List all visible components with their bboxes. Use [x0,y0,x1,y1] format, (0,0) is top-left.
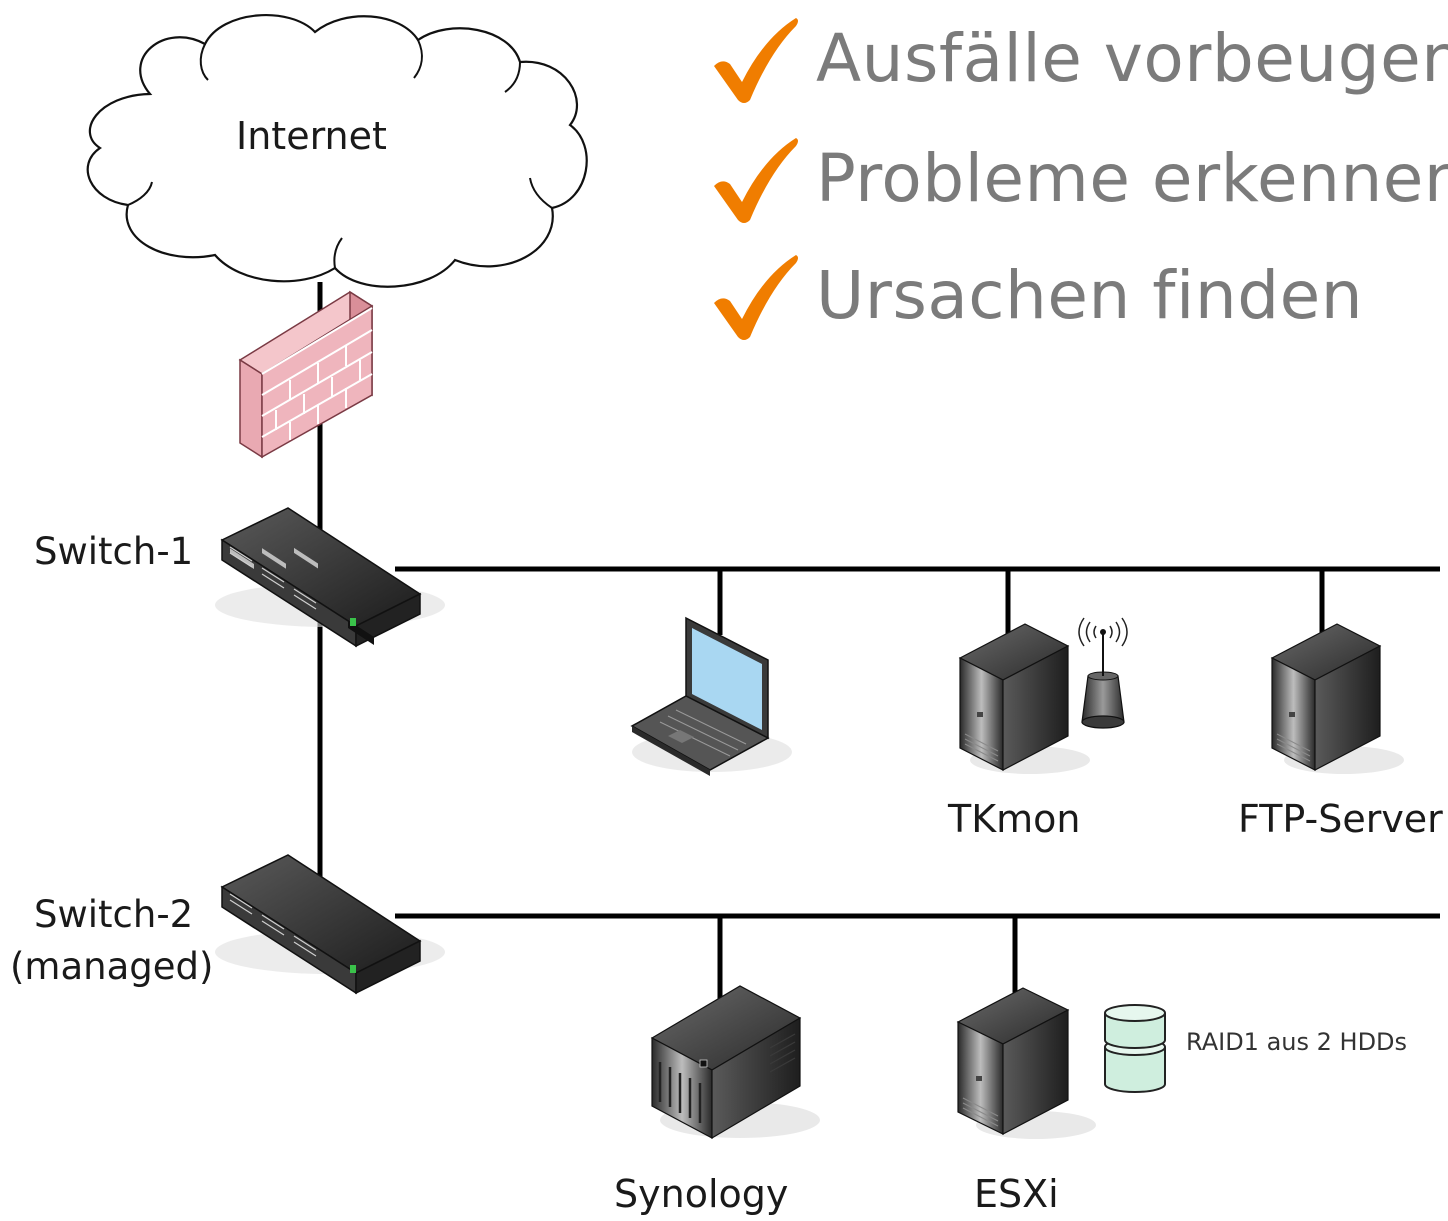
goal-text: Probleme erkennen [816,139,1448,217]
ftp-server-icon [1270,623,1404,774]
connection-lines [317,282,1440,1000]
disk-stack-icon [1104,1004,1166,1093]
raid-annotation: RAID1 aus 2 HDDs [1186,1028,1408,1056]
switch-1-icon [215,507,445,648]
esxi-label: ESXi [974,1172,1059,1216]
ftp-server-label: FTP-Server [1238,797,1443,841]
checkmark-icon [714,18,798,103]
laptop-icon [630,616,792,776]
goal-item: Probleme erkennen [708,128,1448,228]
goal-text: Ursachen finden [816,256,1364,334]
checkmark-icon [714,255,798,340]
goal-item: Ursachen finden [708,245,1363,345]
firewall-icon [238,290,374,459]
esxi-server-icon [956,987,1096,1139]
cloud-icon [86,14,588,288]
switch-2-sublabel: (managed) [10,945,214,988]
tkmon-label: TKmon [948,797,1081,841]
synology-nas-icon [650,985,820,1140]
synology-label: Synology [614,1172,789,1216]
internet-label: Internet [236,114,387,158]
tkmon-server-icon [958,623,1090,774]
switch-2-icon [215,854,445,995]
switch-2-label: Switch-2 [34,893,194,936]
goal-item: Ausfälle vorbeugen [708,8,1448,108]
wireless-antenna-icon [1078,617,1128,729]
checkmark-icon [714,138,798,223]
switch-1-label: Switch-1 [34,530,194,573]
goal-text: Ausfälle vorbeugen [816,19,1448,97]
